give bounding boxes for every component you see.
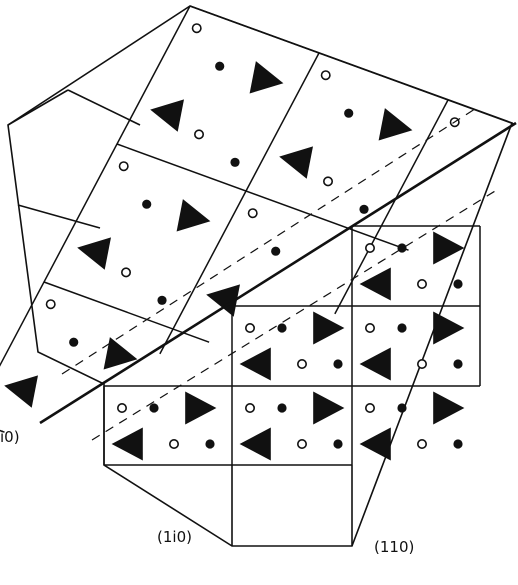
motif-triangle: [239, 347, 271, 381]
motif-ring: [191, 23, 202, 34]
motif-triangle: [433, 231, 465, 265]
motif-ring: [296, 358, 307, 369]
motif-triangle: [176, 199, 211, 232]
motif-triangle: [150, 99, 184, 132]
motif-ring: [117, 402, 128, 413]
twin-plane-trace: [39, 121, 517, 425]
twin-trace-line: [39, 121, 517, 425]
motif-dot: [157, 295, 167, 305]
oblique-row-line: [116, 143, 409, 251]
motif-ring: [416, 278, 427, 289]
motif-triangle: [239, 427, 271, 461]
dashed-guide-upper: [61, 106, 479, 375]
motif-ring: [194, 129, 205, 140]
motif-triangle: [77, 237, 111, 270]
plane-label-110: (110): [374, 538, 415, 556]
motif-triangle: [103, 337, 138, 370]
motif-triangle: [433, 391, 465, 425]
motif-triangle: [249, 61, 284, 94]
motif-triangle: [433, 311, 465, 345]
motif-triangle: [313, 391, 345, 425]
motif-triangle: [359, 347, 391, 381]
motif-triangle: [279, 146, 313, 179]
motif-layer: [4, 23, 465, 461]
motif-triangle: [378, 108, 413, 141]
motif-dot: [333, 439, 343, 449]
upper-lattice-grid: [0, 5, 515, 433]
motif-dot: [271, 246, 281, 256]
motif-dot: [277, 323, 287, 333]
motif-triangle: [359, 267, 391, 301]
motif-ring: [364, 243, 375, 254]
motif-ring: [416, 438, 427, 449]
motif-dot: [230, 157, 240, 167]
motif-triangle: [359, 427, 391, 461]
motif-dot: [359, 204, 369, 214]
motif-dot: [453, 439, 463, 449]
motif-triangle: [111, 427, 143, 461]
motif-dot: [205, 439, 215, 449]
motif-dot: [69, 337, 79, 347]
motif-ring: [416, 358, 427, 369]
trace-label-left: i0): [0, 428, 20, 446]
motif-ring: [45, 299, 56, 310]
motif-ring: [296, 438, 307, 449]
oblique-column-line: [159, 52, 320, 355]
left-cell-edge: [7, 89, 69, 126]
motif-dot: [215, 61, 225, 71]
motif-dot: [453, 359, 463, 369]
motif-ring: [245, 322, 256, 333]
motif-ring: [118, 161, 129, 172]
motif-triangle: [185, 391, 217, 425]
motif-dot: [344, 108, 354, 118]
plane-label-1i0: (1i0): [157, 528, 192, 546]
oblique-column-line: [0, 5, 191, 367]
left-cell-edge: [17, 204, 101, 229]
motif-triangle: [313, 311, 345, 345]
motif-dot: [149, 403, 159, 413]
motif-ring: [121, 267, 132, 278]
motif-dot: [397, 403, 407, 413]
motif-ring: [320, 70, 331, 81]
motif-ring: [245, 402, 256, 413]
left-cell-edge: [67, 89, 141, 126]
motif-triangle: [4, 375, 38, 408]
motif-dot: [397, 243, 407, 253]
motif-ring: [364, 402, 375, 413]
motif-ring: [323, 176, 334, 187]
oblique-row-line: [43, 281, 210, 343]
motif-ring: [247, 208, 258, 219]
motif-dot: [453, 279, 463, 289]
motif-ring: [364, 322, 375, 333]
motif-triangle: [206, 284, 240, 317]
motif-dot: [333, 359, 343, 369]
motif-dot: [142, 199, 152, 209]
oblique-row-line: [189, 5, 515, 125]
motif-dot: [397, 323, 407, 333]
lower-lattice-grid: [103, 225, 481, 466]
motif-ring: [169, 438, 180, 449]
dashed-guide-lines: [61, 106, 501, 441]
motif-dot: [277, 403, 287, 413]
